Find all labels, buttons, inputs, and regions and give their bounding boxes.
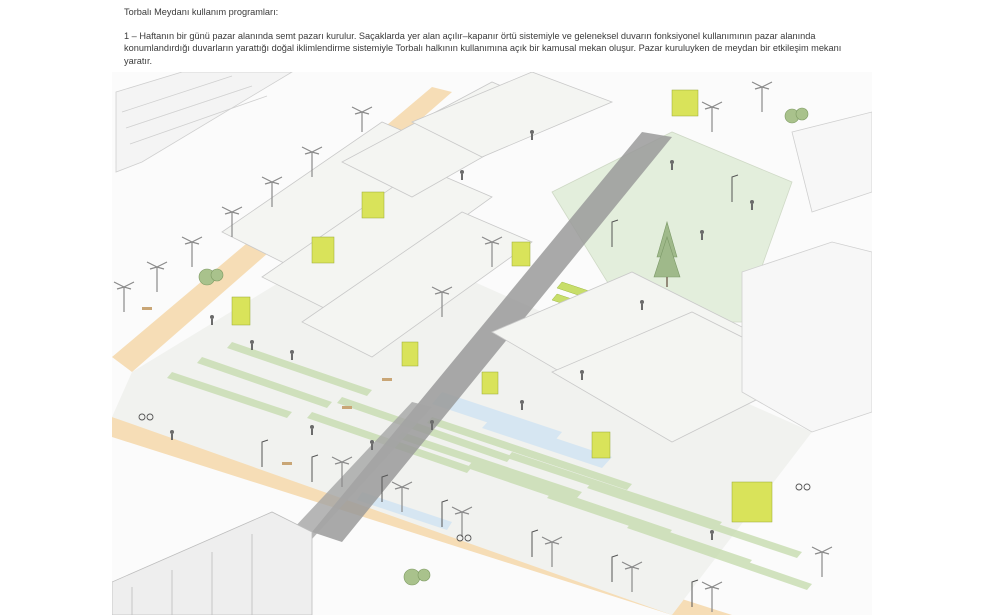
lower-left-building	[112, 511, 313, 615]
bicycles	[138, 413, 811, 542]
plaza-stripes	[167, 342, 812, 590]
isometric-market-illustration	[112, 72, 872, 615]
plaza-tree	[653, 220, 681, 287]
round-trees	[198, 107, 809, 586]
palm-trees	[113, 81, 833, 612]
benches	[142, 307, 392, 465]
program-paragraph: 1 – Haftanın bir günü pazar alanında sem…	[124, 30, 842, 66]
street-lamps	[261, 174, 739, 607]
description-text: Torbalı Meydanı kullanım programları: 1 …	[124, 6, 864, 67]
section-heading: Torbalı Meydanı kullanım programları:	[124, 7, 279, 17]
water-stripes	[357, 392, 612, 530]
lime-walls	[231, 89, 773, 523]
right-buildings	[741, 111, 872, 433]
people	[170, 130, 754, 540]
upper-left-buildings	[115, 72, 293, 173]
